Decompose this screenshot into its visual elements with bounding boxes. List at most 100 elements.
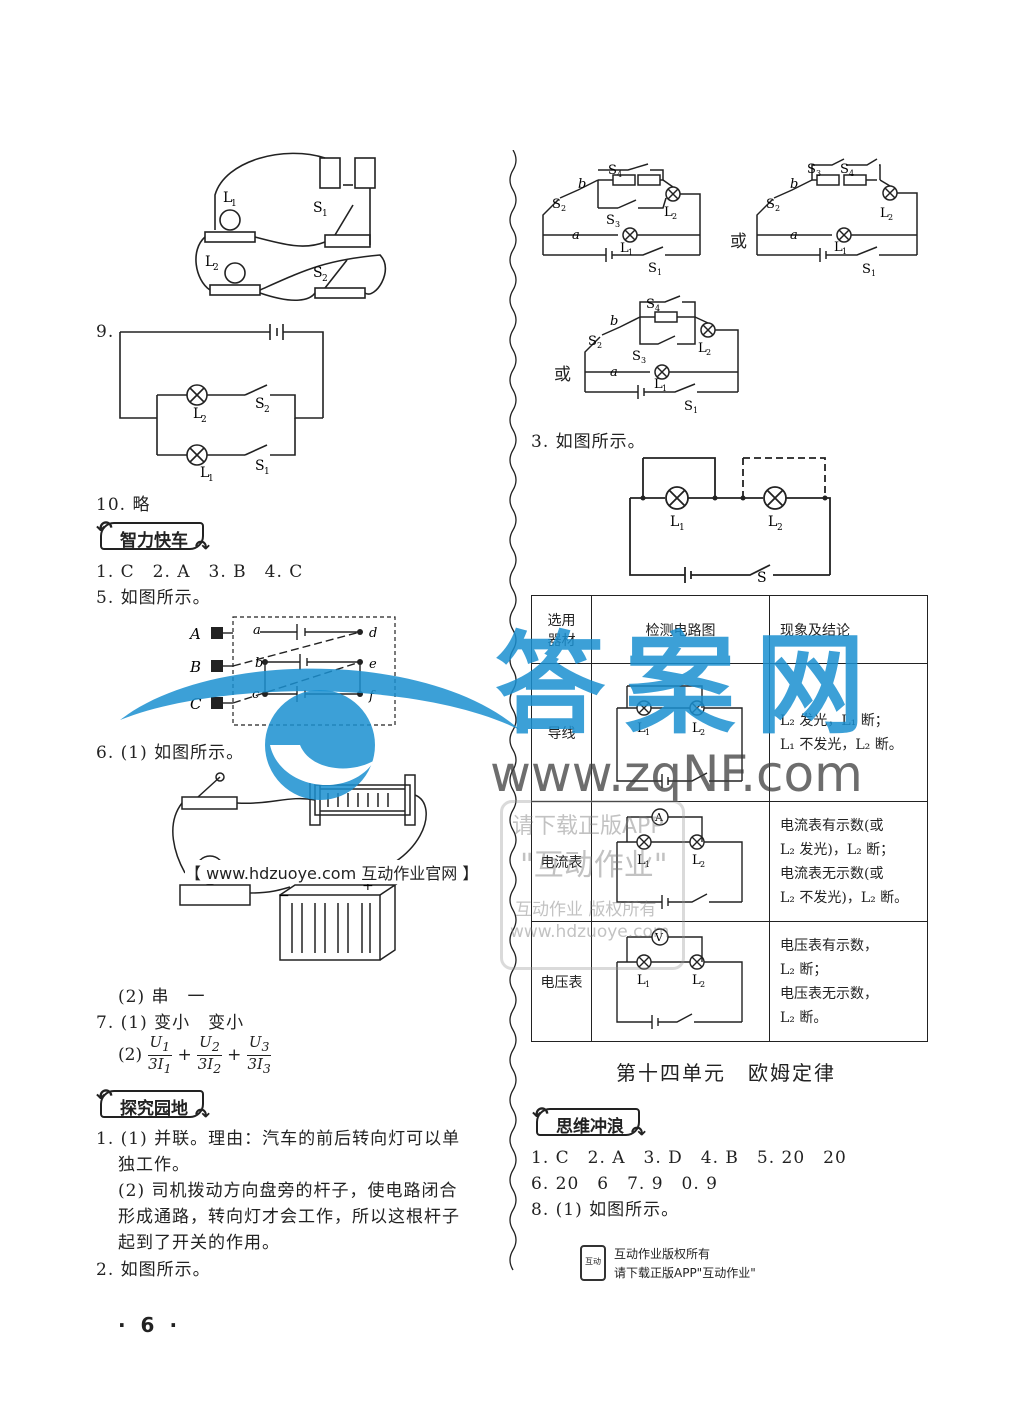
s1-line2: 5. 如图所示。 bbox=[96, 588, 211, 608]
svg-text:S: S bbox=[313, 265, 323, 281]
section-tanjiu-yuandi: 探究园地 bbox=[96, 1084, 210, 1126]
t2: 2. 如图所示。 bbox=[96, 1260, 211, 1280]
svg-text:2: 2 bbox=[561, 204, 566, 213]
svg-text:A: A bbox=[188, 625, 201, 643]
svg-text:S: S bbox=[632, 349, 641, 364]
svg-text:4: 4 bbox=[617, 170, 622, 179]
svg-text:V: V bbox=[654, 931, 664, 944]
svg-text:S: S bbox=[766, 197, 775, 212]
svg-text:S: S bbox=[684, 399, 693, 414]
svg-text:1: 1 bbox=[645, 860, 650, 869]
th-tool: 选用 器材 bbox=[531, 595, 592, 664]
t1-1: 1. (1) 并联。理由：汽车的前后转向灯可以单 bbox=[96, 1129, 461, 1149]
svg-text:1: 1 bbox=[645, 980, 650, 989]
stamp-watermark-box bbox=[500, 800, 685, 970]
eye-logo-watermark bbox=[120, 668, 520, 800]
or-1: 或 bbox=[730, 232, 748, 252]
svg-text:L: L bbox=[223, 190, 232, 206]
svg-text:1: 1 bbox=[662, 384, 667, 393]
q6-1: 6. (1) 如图所示。 bbox=[96, 743, 245, 763]
svg-text:S: S bbox=[608, 163, 617, 178]
svg-text:f: f bbox=[368, 689, 376, 704]
or-2: 或 bbox=[554, 365, 572, 385]
result-cell: 电流表有示数(或 L₂ 发光)，L₂ 断； 电流表无示数(或 L₂ 不发光)，L… bbox=[769, 801, 928, 922]
svg-text:S: S bbox=[840, 162, 849, 177]
svg-text:L: L bbox=[654, 377, 663, 392]
page-number: · 6 · bbox=[118, 1313, 182, 1337]
svg-text:−: − bbox=[278, 888, 290, 904]
svg-text:S: S bbox=[313, 200, 323, 216]
column-divider bbox=[509, 150, 517, 1271]
site-banner: 【 www.hdzuoye.com 互动作业官网 】 bbox=[185, 860, 479, 884]
svg-text:a: a bbox=[790, 228, 798, 243]
svg-text:L: L bbox=[698, 341, 707, 356]
svg-text:2: 2 bbox=[322, 274, 328, 284]
svg-text:a: a bbox=[572, 228, 580, 243]
q3: 3. 如图所示。 bbox=[531, 432, 646, 452]
svg-text:S: S bbox=[862, 262, 871, 277]
svg-text:L: L bbox=[637, 721, 646, 736]
svg-text:e: e bbox=[369, 657, 377, 672]
svg-text:S: S bbox=[646, 297, 655, 312]
q9-label: 9. bbox=[96, 322, 115, 342]
svg-text:3: 3 bbox=[641, 356, 646, 365]
svg-text:c: c bbox=[252, 687, 260, 702]
q6-2: (2) 串 一 bbox=[118, 987, 206, 1007]
svg-text:b: b bbox=[610, 314, 618, 329]
svg-text:1: 1 bbox=[322, 209, 328, 219]
svg-text:+: + bbox=[362, 878, 374, 894]
svg-text:2: 2 bbox=[700, 980, 705, 989]
svg-text:d: d bbox=[369, 626, 377, 641]
svg-text:4: 4 bbox=[655, 304, 660, 313]
svg-text:L: L bbox=[670, 514, 679, 530]
svg-text:S: S bbox=[648, 261, 657, 276]
svg-text:L: L bbox=[692, 853, 701, 868]
svg-text:S: S bbox=[255, 396, 265, 412]
svg-text:L: L bbox=[768, 514, 777, 530]
svg-text:S: S bbox=[255, 458, 265, 474]
svg-text:1: 1 bbox=[693, 406, 698, 415]
svg-text:S: S bbox=[588, 334, 597, 349]
section-siwei-chonglang: 思维冲浪 bbox=[532, 1102, 646, 1144]
svg-text:3: 3 bbox=[615, 220, 620, 229]
svg-text:L: L bbox=[637, 973, 646, 988]
stamp-line4: www.hdzuoye.com bbox=[510, 922, 670, 942]
result-cell: 电压表有示数， L₂ 断； 电压表无示数， L₂ 断。 bbox=[769, 921, 928, 1042]
svg-text:2: 2 bbox=[775, 204, 780, 213]
q7-2-prefix: (2) bbox=[118, 1045, 143, 1065]
tool-cell: 导线 bbox=[531, 663, 592, 802]
svg-text:1: 1 bbox=[657, 268, 662, 277]
svg-text:4: 4 bbox=[849, 169, 854, 178]
t1-2: 独工作。 bbox=[118, 1155, 190, 1175]
stamp-line2: "互动作业" bbox=[520, 848, 668, 883]
svg-text:B: B bbox=[189, 658, 201, 676]
svg-text:S: S bbox=[552, 197, 561, 212]
copyright-line1: 互动作业版权所有 bbox=[614, 1247, 711, 1261]
unit-title: 第十四单元 欧姆定律 bbox=[616, 1061, 836, 1085]
svg-text:1: 1 bbox=[628, 248, 633, 257]
svg-text:L: L bbox=[205, 254, 214, 270]
q10: 10. 略 bbox=[96, 495, 151, 515]
url-watermark: www.zqNF.com bbox=[490, 745, 863, 803]
svg-text:2: 2 bbox=[700, 860, 705, 869]
svg-text:L: L bbox=[880, 206, 889, 221]
t1-5: 起到了开关的作用。 bbox=[118, 1233, 280, 1253]
svg-text:2: 2 bbox=[264, 405, 270, 415]
w-line2: 6. 20 6 7. 9 0. 9 bbox=[531, 1174, 718, 1194]
th-result: 现象及结论 bbox=[769, 595, 928, 664]
svg-text:2: 2 bbox=[213, 263, 219, 273]
section-zhili-kuaiche: 智力快车 bbox=[96, 516, 210, 558]
svg-text:2: 2 bbox=[201, 415, 207, 425]
svg-text:L: L bbox=[692, 973, 701, 988]
